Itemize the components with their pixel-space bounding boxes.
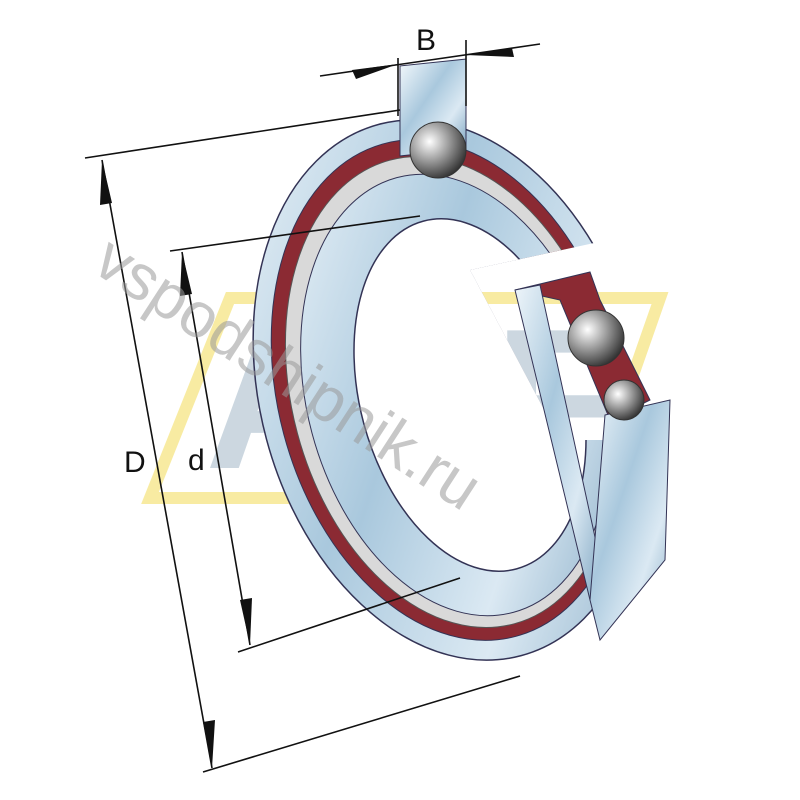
ball [567,309,625,367]
label-d: d [188,444,205,477]
outer-ring-section [589,399,671,642]
ball [603,379,645,421]
label-D: D [124,446,146,479]
dimension-D: D [84,109,521,773]
section-cut [399,58,671,642]
dimension-d: d [169,215,461,653]
dimension-B: B [319,24,541,116]
ball [409,121,467,179]
label-B: B [416,24,436,57]
